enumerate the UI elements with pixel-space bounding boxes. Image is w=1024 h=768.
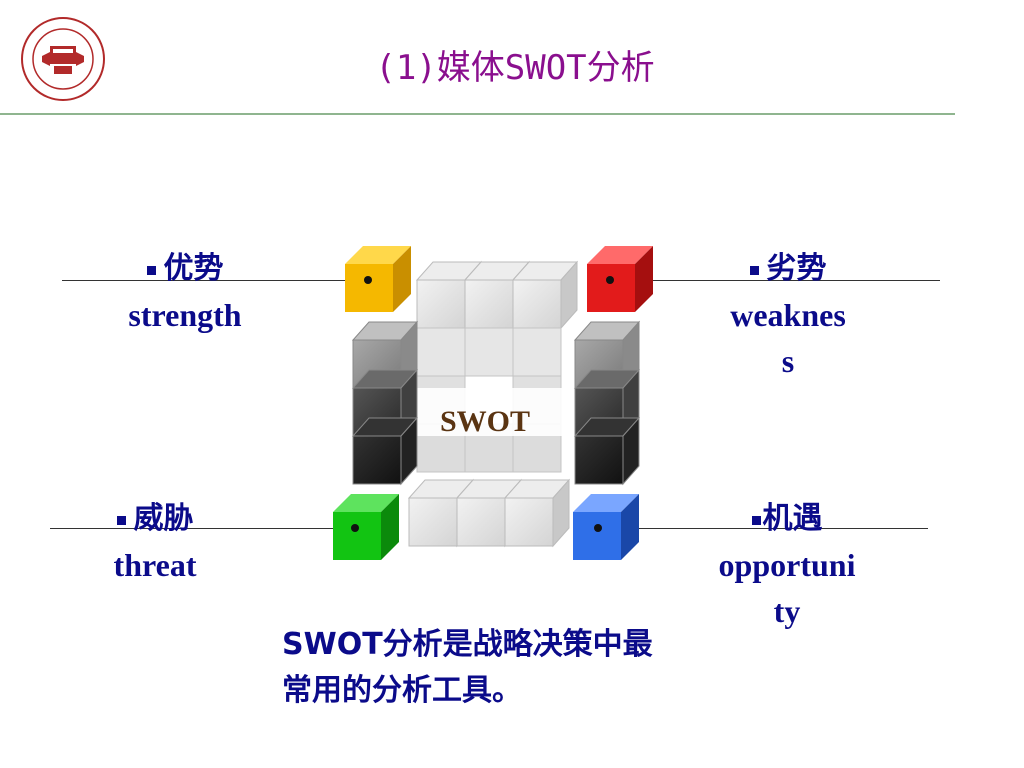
bullet-icon (749, 266, 759, 276)
caption-line2: 常用的分析工具。 (282, 673, 522, 708)
threat-cube-icon (333, 494, 399, 560)
threat-en: threat (113, 547, 197, 583)
university-logo-icon (21, 17, 105, 101)
strength-label: 优势 strength (100, 244, 270, 338)
strength-connector (62, 280, 368, 281)
weakness-zh: 劣势 (766, 251, 827, 286)
bullet-icon (146, 266, 156, 276)
right-dark-cubes (573, 320, 641, 486)
opportunity-en-line1: opportuni (718, 547, 856, 583)
swot-cube-diagram (333, 246, 653, 560)
title-divider (0, 113, 955, 115)
strength-zh: 优势 (163, 251, 224, 286)
top-light-cubes (415, 260, 579, 330)
bullet-icon (116, 516, 126, 526)
bullet-icon (751, 516, 761, 526)
opportunity-cube-icon (573, 494, 639, 560)
weakness-label: 劣势 weaknes s (708, 244, 868, 384)
page-title: (1)媒体SWOT分析 (375, 48, 655, 88)
opportunity-zh: 机遇 (762, 501, 823, 536)
strength-cube-icon (345, 246, 411, 312)
strength-en: strength (128, 297, 242, 333)
caption-text: SWOT分析是战略决策中最 常用的分析工具。 (282, 622, 772, 714)
weakness-connector (610, 280, 940, 281)
opportunity-en-line2: ty (773, 593, 801, 629)
bottom-light-cubes (407, 478, 571, 548)
threat-label: 威胁 threat (80, 494, 230, 588)
weakness-cube-icon (587, 246, 653, 312)
weakness-en-line2: s (781, 343, 795, 379)
weakness-en-line1: weaknes (730, 297, 846, 333)
threat-connector (50, 528, 355, 529)
caption-line1: SWOT分析是战略决策中最 (282, 627, 653, 662)
threat-zh: 威胁 (133, 501, 194, 536)
opportunity-label: 机遇 opportuni ty (692, 494, 882, 634)
left-dark-cubes (351, 320, 419, 486)
swot-center-label: SWOT (439, 405, 531, 438)
opportunity-connector (598, 528, 928, 529)
